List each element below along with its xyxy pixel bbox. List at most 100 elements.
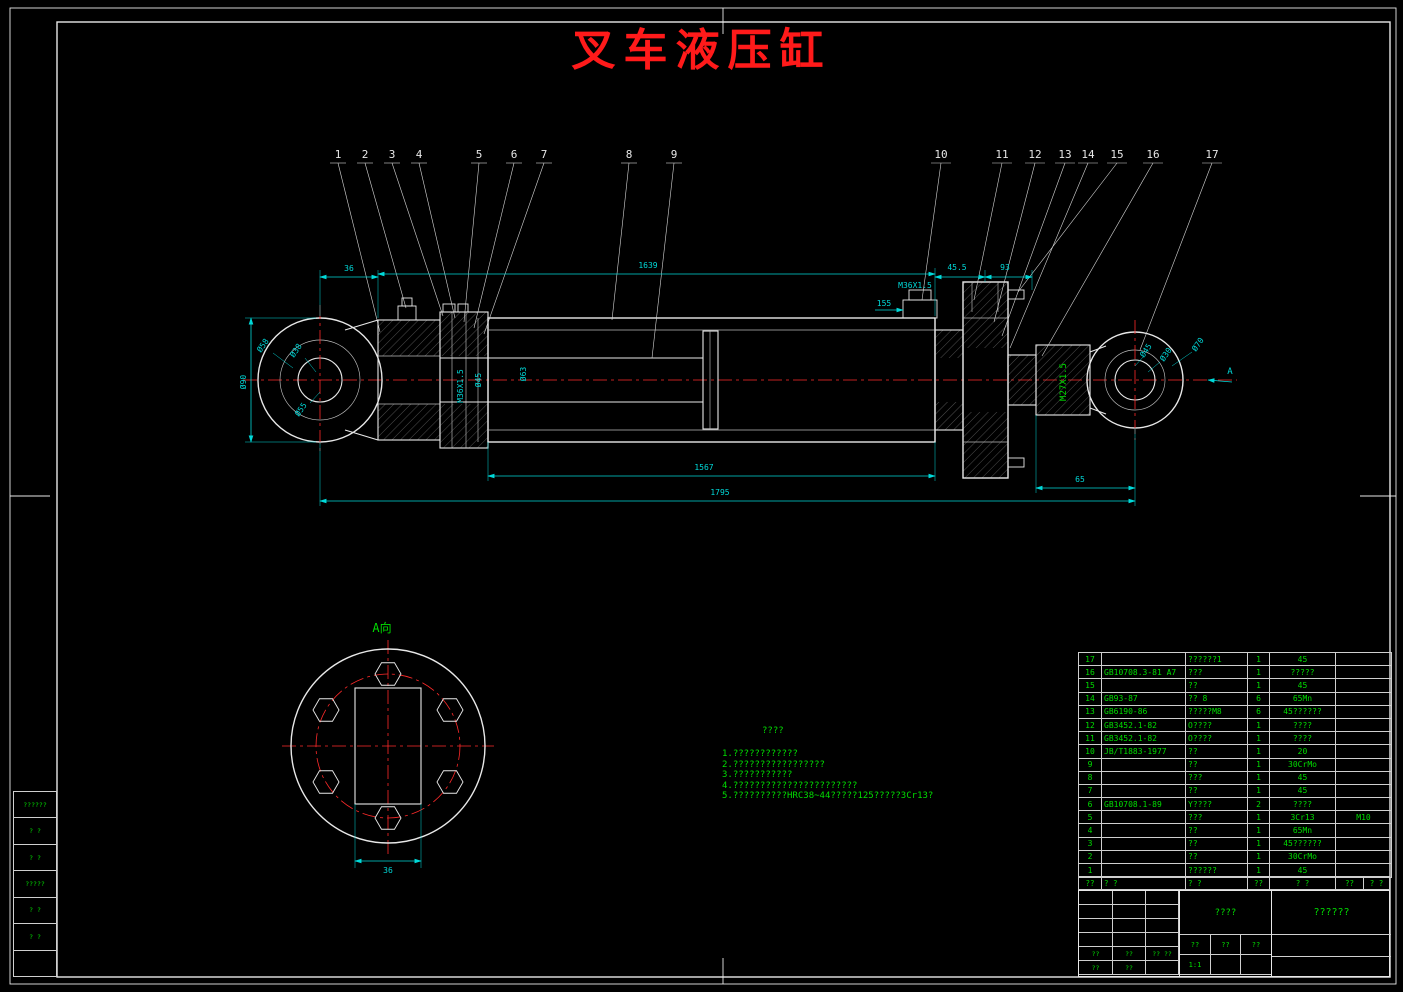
bom-header-cell: ??	[1335, 877, 1363, 889]
bom-cell: 1	[1247, 811, 1269, 824]
bom-cell: 1	[1247, 653, 1269, 666]
bom-cell: ????	[1269, 798, 1335, 811]
bom-cell	[1335, 798, 1391, 811]
view-a-label: A向	[372, 620, 391, 635]
bom-cell: M10	[1335, 811, 1391, 824]
bom-cell: 16	[1085, 667, 1095, 677]
bom-cell: 15	[1085, 680, 1095, 690]
bom-cell: ????	[1269, 732, 1335, 745]
notes-lines: 1.????????????2.?????????????????3.?????…	[722, 749, 1062, 801]
title-block: ?????? ?????? ???? ??????1:1 ??????	[1078, 890, 1391, 977]
tb-sig-cell	[1113, 933, 1146, 947]
bom-cell: 1	[1247, 666, 1269, 679]
bom-cell	[1335, 666, 1391, 679]
dim-m27: M27X1.5	[1059, 363, 1069, 401]
bom-cell: 45??????	[1269, 705, 1335, 718]
tb-sig-cell	[1146, 891, 1179, 905]
cap-clevis	[1007, 344, 1107, 416]
bom-cell	[1101, 758, 1185, 771]
bom-cell	[1335, 732, 1391, 745]
bom-cell: 3	[1087, 839, 1093, 849]
bom-cell	[1101, 864, 1185, 878]
bom-header-cell: ? ?	[1269, 877, 1335, 889]
tb-mid: ???? ??????1:1	[1179, 891, 1272, 976]
dim-90: Ø90	[238, 375, 248, 390]
callout-labels: 1 2 3 4 5 6 7 8 9 10 11 12 13 14 15 16 1…	[335, 148, 1219, 161]
callout-8: 8	[626, 148, 633, 161]
tb-sig-cell: ??	[1113, 947, 1146, 961]
bom-cell: 9	[1087, 760, 1093, 770]
dim-36-view: 36	[383, 866, 393, 875]
bom-cell: 13	[1085, 707, 1095, 717]
callout-3: 3	[389, 148, 396, 161]
dim-45-eye: Ø45	[1137, 341, 1154, 359]
bom-cell: 30CrMo	[1269, 850, 1335, 863]
tb-sig-cell: ?? ??	[1146, 947, 1179, 961]
bom-cell: 45	[1269, 864, 1335, 878]
bom-cell: ??	[1185, 679, 1247, 692]
bom-cell: 1	[1247, 824, 1269, 837]
tb-mid-cell: 1:1	[1180, 955, 1211, 975]
bom-cell: GB3452.1-82	[1101, 718, 1185, 732]
bom-cell	[1335, 758, 1391, 771]
bom-cell	[1335, 864, 1391, 878]
tb-sig-cell	[1113, 919, 1146, 933]
tb-mid-cell	[1211, 955, 1241, 975]
margin-box: ? ?	[13, 923, 57, 951]
tb-sig-cell	[1146, 961, 1179, 975]
dim-gland-thread: M36X1.5	[456, 369, 465, 403]
dim-155: 155	[877, 299, 892, 308]
bom-cell: 45	[1269, 653, 1335, 666]
bom-cell: ??????1	[1185, 653, 1247, 666]
callout-4: 4	[416, 148, 423, 161]
bom-header-cell: ? ?	[1185, 877, 1247, 889]
bom-cell	[1335, 679, 1391, 692]
tb-mid-cell: ??	[1241, 935, 1272, 955]
callout-5: 5	[476, 148, 483, 161]
bom-cell	[1101, 811, 1185, 824]
technical-notes: ???? 1.????????????2.?????????????????3.…	[722, 726, 1062, 801]
bom-cell: 5	[1087, 812, 1093, 822]
tb-sig-cell: ??	[1079, 961, 1113, 975]
bom-cell: 1	[1247, 837, 1269, 850]
bom-cell: 45??????	[1269, 837, 1335, 850]
bom-cell: 1	[1247, 745, 1269, 758]
bom-cell: GB93-87	[1101, 692, 1185, 705]
bom-cell: 1	[1087, 866, 1093, 876]
bom-cell: 8	[1087, 773, 1093, 783]
bom-header-cell: ??	[1247, 877, 1269, 889]
margin-box: ? ?	[13, 896, 57, 925]
callout-leaders	[330, 162, 1222, 359]
bom-cell: Y????	[1185, 798, 1247, 811]
margin-box: ?????	[13, 870, 57, 898]
bolt-hexagons	[312, 662, 464, 830]
dim-70: Ø70	[1189, 335, 1206, 353]
bom-cell: 6	[1247, 692, 1269, 705]
bom-cell	[1335, 784, 1391, 798]
cap-flange	[934, 281, 1025, 479]
bom-cell: 14	[1085, 694, 1095, 704]
bom-cell: 20	[1269, 745, 1335, 758]
bom-cell: 65Mn	[1269, 824, 1335, 837]
bom-cell	[1335, 718, 1391, 732]
dim-36-top: 36	[344, 264, 354, 273]
bom-cell: 6	[1087, 799, 1093, 809]
dim-45-5: 45.5	[947, 263, 966, 272]
callout-9: 9	[671, 148, 678, 161]
bom-cell: 4	[1087, 826, 1093, 836]
notes-line: 3.???????????	[722, 770, 793, 781]
dim-1567: 1567	[694, 463, 713, 472]
bom-cell: 45	[1269, 784, 1335, 798]
bom-cell: 1	[1247, 771, 1269, 784]
callout-7: 7	[541, 148, 548, 161]
bom-cell	[1101, 784, 1185, 798]
